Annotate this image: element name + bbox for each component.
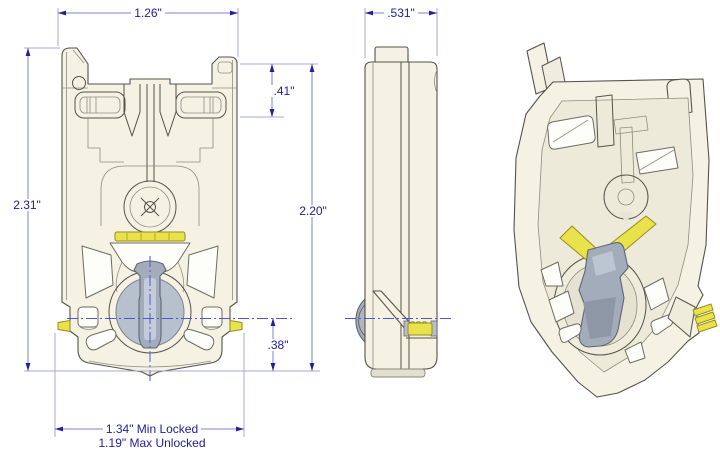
iso-upper-left-slot: [547, 115, 596, 150]
iso-divider: [613, 115, 649, 135]
dim-overall-height-label: 2.31": [10, 199, 44, 211]
dim-side-width-label: .531": [384, 7, 418, 19]
iso-stem: [619, 126, 635, 184]
iso-hole-4: [624, 341, 646, 364]
side-top-right-notch: [434, 69, 438, 94]
dim-pivot-offset-label: .38": [264, 339, 292, 351]
front-right-shelf: [176, 118, 214, 163]
iso-tooth-1: [692, 303, 714, 317]
iso-ball-center: [617, 188, 635, 206]
side-view: [345, 46, 451, 378]
iso-tooth-2: [694, 311, 716, 325]
front-right-nub: [229, 320, 243, 332]
front-left-wing-facet: [72, 49, 85, 64]
front-view: [57, 47, 292, 381]
iso-tooth-3: [696, 319, 718, 333]
front-cross-knob-center: [144, 201, 156, 213]
iso-lever-shade: [583, 297, 616, 339]
dim-span-unlocked-label: 1.19" Max Unlocked: [95, 437, 209, 449]
front-cross-knob-inner: [129, 186, 171, 228]
iso-hole-1: [540, 261, 564, 287]
dim-body-height-label: 2.20": [296, 205, 330, 217]
dim-slot-offset-label: .41": [270, 85, 298, 97]
front-left-bean-slot: [85, 329, 117, 351]
front-cavity-outline: [100, 165, 200, 226]
front-right-square-hole: [201, 306, 223, 328]
side-foot-pad: [370, 368, 426, 378]
front-spring-strip: [114, 231, 186, 242]
front-funnel-right: [177, 261, 185, 293]
front-left-prong: [123, 84, 141, 137]
front-left-square-hole: [77, 306, 99, 328]
front-funnel-left: [115, 261, 123, 293]
iso-lever-highlight: [592, 251, 616, 276]
iso-hole-3: [643, 277, 670, 311]
front-right-window: [186, 245, 219, 299]
front-right-prong: [159, 84, 177, 137]
isometric-view: [513, 42, 718, 398]
dim-front-width-label: 1.26": [131, 7, 165, 19]
front-left-notch: [72, 76, 86, 90]
iso-hole-2: [548, 290, 575, 323]
iso-corner-wedge: [667, 296, 696, 338]
iso-ball-facet: [618, 212, 634, 222]
front-right-slot-inner: [180, 96, 222, 114]
front-left-window: [81, 245, 114, 299]
front-right-notch: [217, 61, 233, 74]
iso-channel: [595, 94, 615, 148]
front-left-slot: [74, 91, 126, 119]
front-right-bean-slot: [183, 329, 215, 351]
front-left-shelf: [87, 118, 124, 163]
side-spring-strip: [407, 322, 433, 336]
front-left-slot-inner: [79, 96, 121, 114]
iso-bean-1: [558, 323, 582, 343]
dim-span-locked-label: 1.34" Min Locked: [102, 423, 202, 435]
front-left-nub: [57, 320, 71, 332]
